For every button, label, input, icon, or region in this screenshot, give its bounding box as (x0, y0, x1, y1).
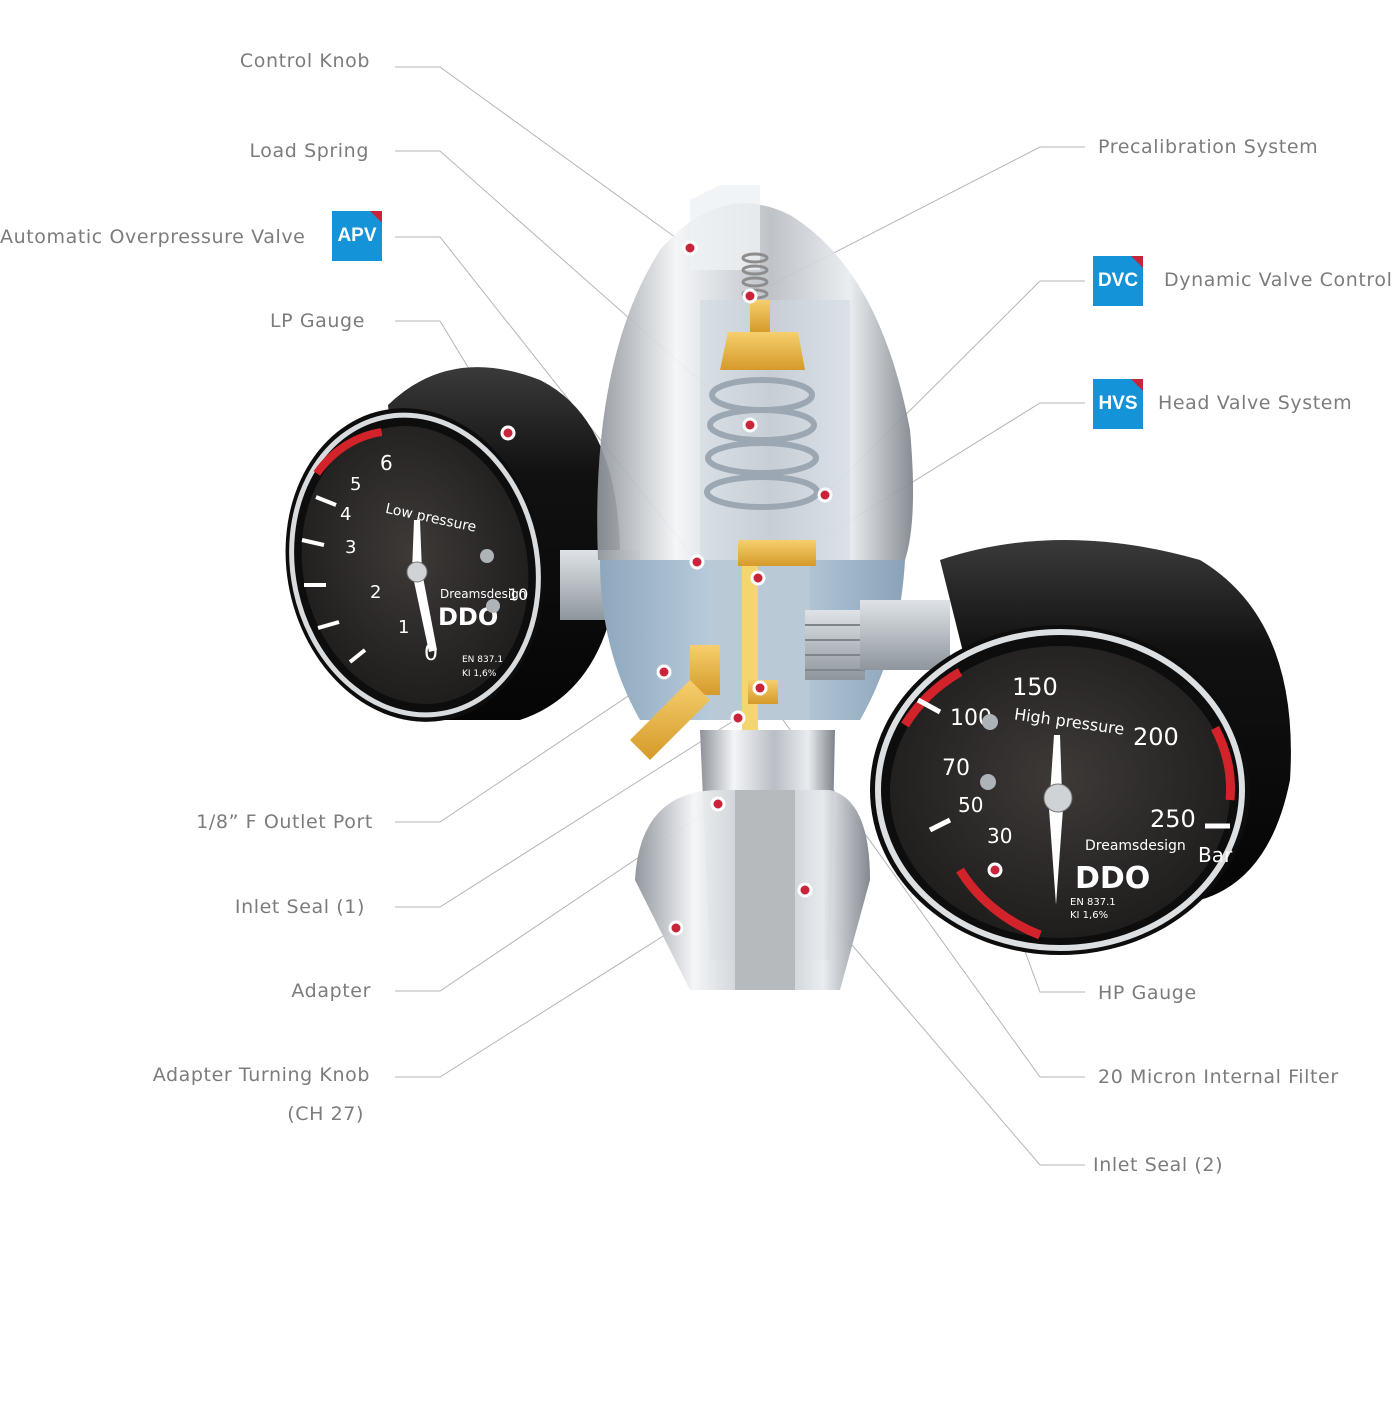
label-load-spring: Load Spring (249, 140, 369, 162)
label-adapter-turning-knob: Adapter Turning Knob (152, 1064, 370, 1086)
hp-gauge-brand: Dreamsdesign (1085, 838, 1186, 854)
hp-tick-70: 70 (942, 756, 970, 781)
hp-gauge-logo: DDO (1075, 861, 1150, 896)
callout-markers (500, 240, 1003, 936)
badge-hvs: HVS (1093, 379, 1143, 429)
hp-gauge: 150 200 250 100 70 50 30 Bar High pressu… (860, 540, 1291, 955)
lp-gauge-brand: Dreamsdesign (440, 587, 526, 601)
load-spring-coils (704, 377, 820, 510)
badge-dvc: DVC (1093, 256, 1143, 306)
hp-tick-200: 200 (1133, 723, 1179, 751)
lp-tick-3: 3 (345, 537, 356, 558)
hp-gauge-unit: Bar (1198, 843, 1233, 867)
label-outlet-port: 1/8” F Outlet Port (196, 811, 373, 833)
label-internal-filter: 20 Micron Internal Filter (1098, 1066, 1339, 1088)
lp-tick-5: 5 (350, 474, 361, 495)
label-precalibration-system: Precalibration System (1098, 136, 1319, 158)
lp-gauge-class: KI 1,6% (462, 669, 497, 679)
label-dynamic-valve-control: Dynamic Valve Control (1164, 269, 1393, 291)
hp-connection-thread (805, 610, 865, 680)
badge-apv: APV (332, 211, 382, 261)
label-adapter: Adapter (291, 980, 371, 1002)
lp-gauge-standard: EN 837.1 (462, 655, 503, 665)
label-hp-gauge: HP Gauge (1098, 982, 1197, 1004)
brass-parts (690, 300, 816, 704)
hp-gauge-standard: EN 837.1 (1070, 897, 1116, 908)
label-lp-gauge: LP Gauge (269, 310, 365, 332)
label-head-valve-system: Head Valve System (1158, 392, 1353, 414)
lp-tick-2: 2 (370, 582, 381, 603)
hp-tick-50: 50 (958, 793, 983, 817)
hp-tick-250: 250 (1150, 805, 1196, 833)
hp-tick-30: 30 (987, 824, 1012, 848)
lp-tick-4: 4 (340, 504, 351, 525)
lp-gauge: 6 5 4 3 2 1 0 10 Low pressure Dreamsdesi… (285, 367, 640, 722)
label-adapter-knob-size: (CH 27) (287, 1103, 364, 1125)
label-control-knob: Control Knob (239, 50, 370, 72)
label-inlet-seal-1: Inlet Seal (1) (234, 896, 365, 918)
regulator-body (597, 185, 914, 990)
lp-tick-6: 6 (380, 451, 393, 475)
hp-gauge-class: KI 1,6% (1070, 910, 1108, 921)
lp-tick-1: 1 (398, 617, 409, 638)
label-automatic-overpressure-valve: Automatic Overpressure Valve (0, 226, 306, 248)
lp-tick-10: 10 (508, 585, 528, 604)
hp-tick-150: 150 (1012, 673, 1058, 701)
label-inlet-seal-2: Inlet Seal (2) (1093, 1154, 1224, 1176)
